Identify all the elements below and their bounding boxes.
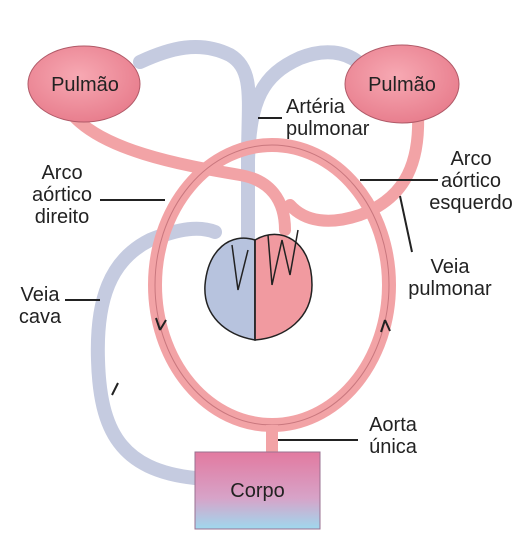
veia-cava-line1: Veia — [12, 284, 68, 306]
veia-cava-line2: cava — [12, 306, 68, 328]
label-veia-pulmonar: Veia pulmonar — [400, 256, 500, 300]
aorta-line2: única — [358, 436, 428, 458]
arco-esq-line1: Arco — [425, 148, 517, 170]
aorta-line1: Aorta — [358, 414, 428, 436]
leader-veia-pulmonar — [400, 196, 412, 252]
arteria-line2: pulmonar — [286, 118, 369, 140]
arco-esq-line3: esquerdo — [425, 192, 517, 214]
veia-pulm-line2: pulmonar — [400, 278, 500, 300]
corpo-label: Corpo — [195, 480, 320, 503]
arco-dir-line3: direito — [22, 206, 102, 228]
veia-pulm-line1: Veia — [400, 256, 500, 278]
arco-esq-line2: aórtico — [425, 170, 517, 192]
label-aorta-unica: Aorta única — [358, 414, 428, 458]
arco-dir-line1: Arco — [22, 162, 102, 184]
lung-right-label: Pulmão — [357, 74, 447, 97]
heart-right-half — [255, 234, 312, 340]
label-arteria-pulmonar: Artéria pulmonar — [286, 96, 369, 140]
arteria-line1: Artéria — [286, 96, 369, 118]
veia-cava-arrow-1 — [112, 383, 118, 395]
label-arco-aortico-esquerdo: Arco aórtico esquerdo — [425, 148, 517, 214]
label-veia-cava: Veia cava — [12, 284, 68, 328]
lung-left-label: Pulmão — [40, 74, 130, 97]
label-arco-aortico-direito: Arco aórtico direito — [22, 162, 102, 228]
arco-dir-line2: aórtico — [22, 184, 102, 206]
